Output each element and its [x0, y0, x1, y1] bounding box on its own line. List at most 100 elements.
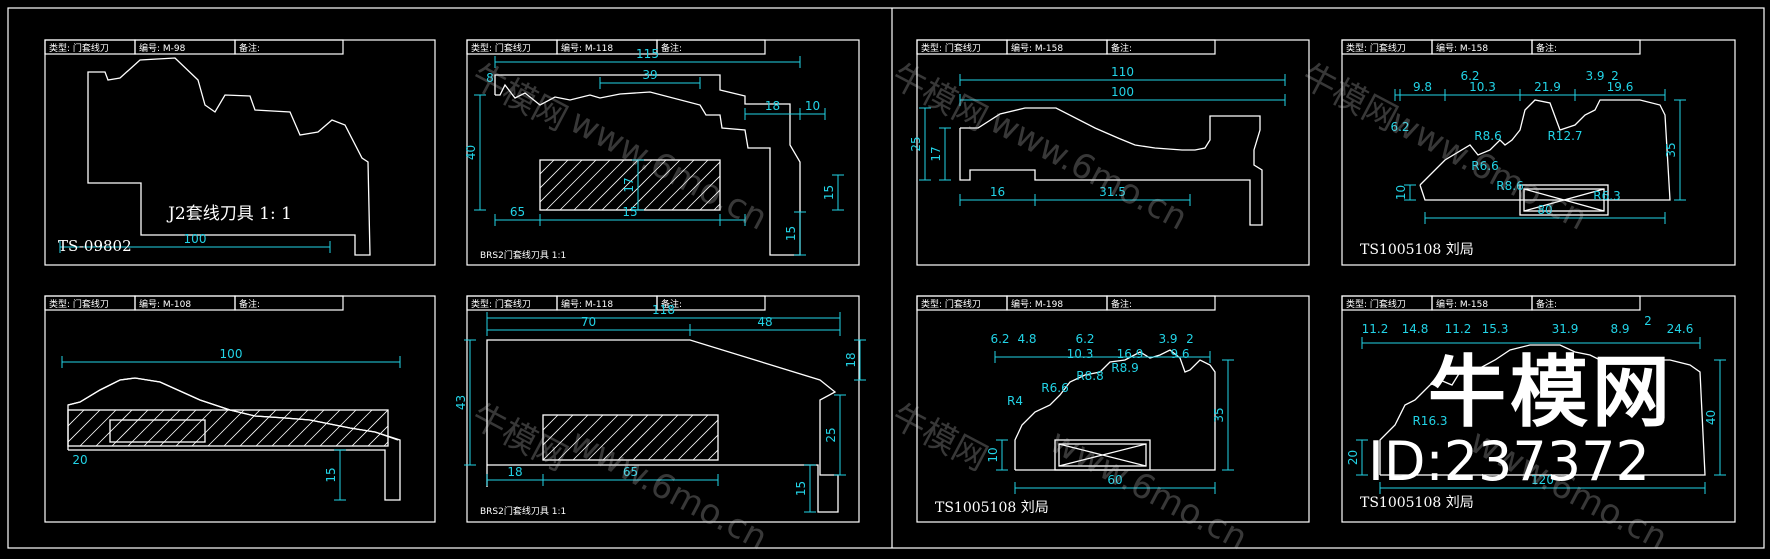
title-block-text: 编号: M-118	[561, 42, 613, 54]
title-block-cell	[234, 295, 344, 311]
dimension-label: 6.2	[1460, 69, 1479, 83]
profile-outline	[959, 107, 1263, 226]
dimension-label: 100	[184, 232, 207, 246]
title-block-text: 备注:	[239, 42, 260, 54]
dimension-label: 6.2	[990, 332, 1009, 346]
dimension-label: R6.3	[1593, 189, 1620, 203]
dimension-label: 25	[824, 427, 838, 442]
hatch-line	[335, 410, 373, 446]
profile-outline	[87, 57, 371, 256]
dimension-label: R8.9	[1111, 361, 1138, 375]
title-block-text: 类型: 门套线刀	[471, 42, 531, 54]
hatch-line	[602, 415, 649, 460]
hatch-line	[617, 415, 664, 460]
hatch-line	[127, 410, 165, 446]
dimension-label: 118	[652, 303, 675, 317]
hatch-line	[662, 415, 709, 460]
title-block-text: 类型: 门套线刀	[471, 298, 531, 310]
hatch-line	[671, 161, 720, 210]
dimension-label: 25	[909, 136, 923, 151]
dimension-label: 6.2	[1390, 120, 1409, 134]
dimension-label: 19.6	[1607, 80, 1634, 94]
insert-box	[1054, 439, 1151, 471]
dimension-label: 115	[636, 47, 659, 61]
hatch-line	[540, 160, 555, 175]
title-block-text: 编号: M-118	[561, 298, 613, 310]
dimension-label: 10	[986, 447, 1000, 462]
dimension-label: 31.5	[1099, 185, 1126, 199]
drawing-frame-5	[44, 295, 436, 523]
hatch-line	[175, 410, 213, 446]
title-block-cell	[1106, 295, 1216, 311]
hatch-line	[95, 410, 133, 446]
title-block-text: 类型: 门套线刀	[921, 298, 981, 310]
hatch-line	[692, 434, 718, 460]
hatch-line	[271, 410, 309, 446]
hatch-line	[191, 410, 229, 446]
dimension-label: 2	[1644, 314, 1652, 328]
title-block-text: 编号: M-198	[1011, 298, 1063, 310]
profile-outline	[494, 74, 801, 256]
dimension-label: 15.3	[1482, 322, 1509, 336]
title-block-text: 类型: 门套线刀	[49, 298, 109, 310]
title-block-cell	[1106, 39, 1216, 55]
title-block-text: 类型: 门套线刀	[1346, 42, 1406, 54]
dimension-label: 15	[622, 205, 637, 219]
dimension-label: 10.3	[1067, 347, 1094, 361]
title-block-text: 备注:	[1111, 298, 1132, 310]
hatch-line	[601, 160, 653, 210]
hatch-line	[587, 160, 639, 210]
dimension-label: 35	[1664, 142, 1678, 157]
hatch-line	[68, 410, 69, 411]
dimension-label: R12.7	[1547, 129, 1582, 143]
hatch-line	[713, 203, 720, 210]
dimension-label: 60	[1107, 473, 1122, 487]
hatch-line	[143, 410, 181, 446]
title-block-text: 备注:	[239, 298, 260, 310]
dimension-label: 9.8	[1413, 80, 1432, 94]
dimension-label: 15	[324, 467, 338, 482]
dimension-label: 15	[784, 226, 798, 241]
dimension-label: 24.6	[1667, 322, 1694, 336]
sheet-border	[7, 7, 1765, 549]
title-block-text: 类型: 门套线刀	[921, 42, 981, 54]
hatched-block	[539, 159, 721, 211]
dimension-label: 3.9	[1158, 332, 1177, 346]
dimension-label: R8.6	[1496, 179, 1523, 193]
title-block-cell	[656, 295, 766, 311]
dimension-label: 70	[581, 315, 596, 329]
insert-box	[1519, 184, 1609, 216]
dimension-label: 15	[794, 481, 808, 496]
hatch-line	[287, 410, 325, 446]
dimension-label: 9.6	[1170, 347, 1189, 361]
dimension-label: 17	[622, 177, 636, 192]
dimension-label: 120	[1531, 473, 1554, 487]
insert-cross	[1058, 443, 1147, 467]
hatch-line	[543, 415, 574, 446]
dimension-label: 80	[1537, 203, 1552, 217]
hatch-line	[239, 410, 277, 446]
hatch-fill	[543, 415, 718, 460]
profile-outline	[67, 377, 401, 501]
dimension-label: R6.6	[1471, 159, 1498, 173]
hatch-line	[68, 410, 101, 443]
hatch-line	[303, 410, 341, 446]
dimension-label: R6.6	[1041, 381, 1068, 395]
hatch-line	[643, 160, 695, 210]
title-block-cell	[234, 39, 344, 55]
hatch-line	[632, 415, 679, 460]
dimension-label: R4	[1007, 394, 1023, 408]
dimension-label: 20	[72, 453, 87, 467]
dimension-label: 48	[757, 315, 772, 329]
profile-outline	[486, 339, 839, 513]
dimension-label: 65	[623, 465, 638, 479]
insert-box-inner	[1523, 188, 1605, 212]
hatch-line	[699, 189, 720, 210]
dimension-label: 8.9	[1610, 322, 1629, 336]
dimension-label: 14.8	[1402, 322, 1429, 336]
hatched-block	[67, 409, 389, 447]
hatch-line	[159, 410, 197, 446]
title-block-text: 类型: 门套线刀	[49, 42, 109, 54]
hatch-line	[223, 410, 261, 446]
dimension-label: 10.3	[1469, 80, 1496, 94]
